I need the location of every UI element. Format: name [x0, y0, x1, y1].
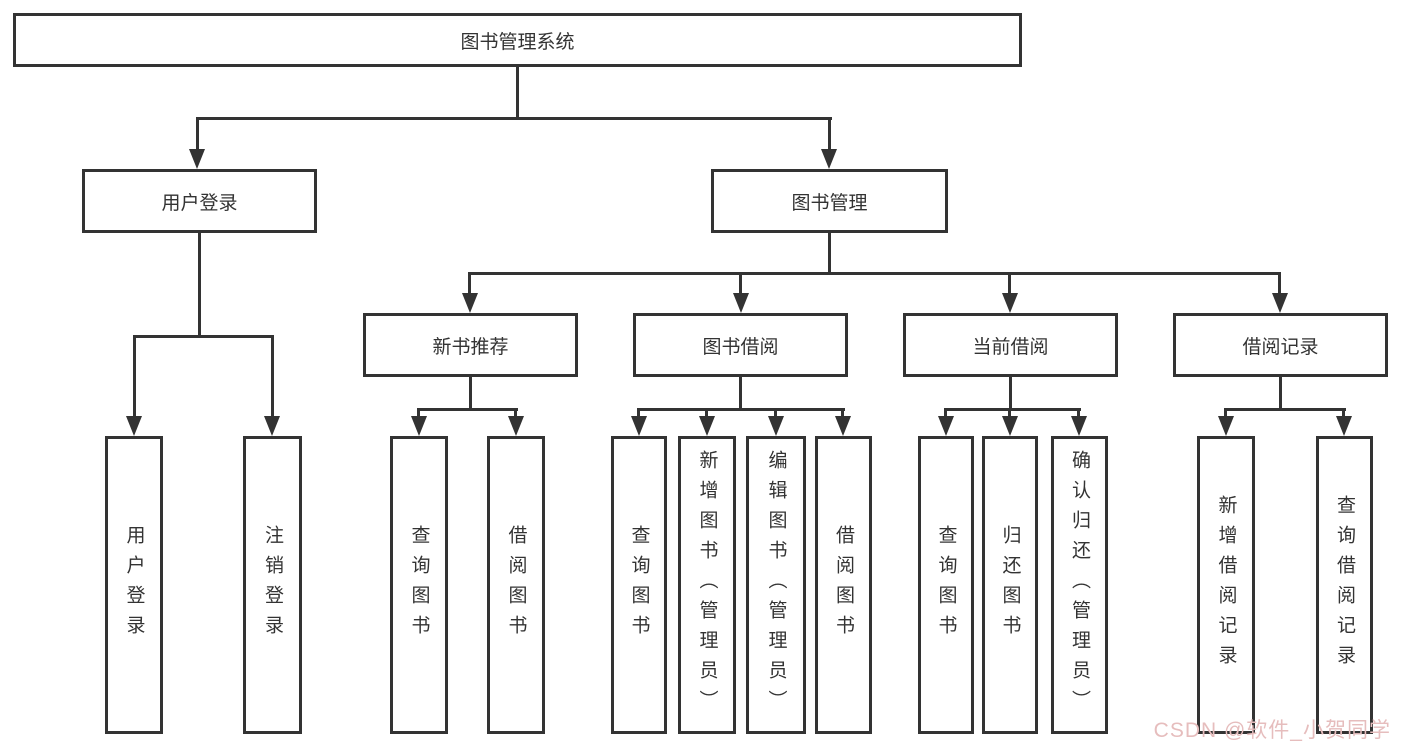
leaf-edit-book-admin: 编辑图书（管理员）	[746, 436, 806, 734]
connector-leaf-stub	[271, 335, 274, 420]
connector-leaf-stub	[514, 408, 517, 420]
connector-borrow-hline	[637, 408, 845, 411]
leaf-label: 查询图书	[408, 525, 430, 645]
connector-current-hline	[944, 408, 1081, 411]
leaf-label: 编辑图书（管理员）	[765, 450, 787, 720]
leaf-label: 注销登录	[262, 525, 283, 645]
leaf-user-login: 用户登录	[105, 436, 163, 734]
leaf-label: 新增借阅记录	[1215, 495, 1237, 675]
node-borrow-records: 借阅记录	[1173, 313, 1388, 377]
arrow-down-icon	[1272, 293, 1288, 313]
leaf-query-books-current: 查询图书	[918, 436, 974, 734]
leaf-label: 新增图书（管理员）	[696, 450, 718, 720]
arrow-down-icon	[264, 416, 280, 436]
leaf-return-book: 归还图书	[982, 436, 1038, 734]
leaf-label: 查询图书	[628, 525, 650, 645]
leaf-borrow-books: 借阅图书	[815, 436, 872, 734]
node-current-borrow: 当前借阅	[903, 313, 1118, 377]
arrow-down-icon	[1218, 416, 1234, 436]
connector-module-stub	[1008, 272, 1011, 297]
arrow-down-icon	[768, 416, 784, 436]
arrow-down-icon	[411, 416, 427, 436]
leaf-label: 借阅图书	[505, 525, 527, 645]
connector-leaf-stub	[841, 408, 844, 420]
node-new-book-recommend: 新书推荐	[363, 313, 578, 377]
arrow-down-icon	[699, 416, 715, 436]
node-book-borrow: 图书借阅	[633, 313, 848, 377]
connector-leaf-stub	[944, 408, 947, 420]
connector-root-stub	[516, 67, 519, 117]
connector-mgmt-stub	[828, 233, 831, 272]
connector-module-stub	[468, 272, 471, 297]
connector-leaf-stub	[1224, 408, 1227, 420]
connector-user-branch-hline	[133, 335, 274, 338]
arrow-down-icon	[733, 293, 749, 313]
arrow-down-icon	[631, 416, 647, 436]
connector-recommend-stub	[469, 377, 472, 408]
arrow-down-icon	[835, 416, 851, 436]
leaf-label: 查询借阅记录	[1334, 495, 1355, 675]
arrow-down-icon	[126, 416, 142, 436]
leaf-label: 借阅图书	[833, 525, 854, 645]
node-user-login: 用户登录	[82, 169, 317, 233]
node-book-management: 图书管理	[711, 169, 948, 233]
arrow-down-icon	[1071, 416, 1087, 436]
arrow-down-icon	[508, 416, 524, 436]
connector-leaf-stub	[1077, 408, 1080, 420]
connector-leaf-stub	[774, 408, 777, 420]
leaf-borrow-books-recommend: 借阅图书	[487, 436, 545, 734]
leaf-query-books-borrow: 查询图书	[611, 436, 667, 734]
arrow-down-icon	[1002, 293, 1018, 313]
connector-user-login-stub	[196, 117, 199, 153]
connector-root-hline	[196, 117, 832, 120]
leaf-label: 用户登录	[123, 525, 145, 645]
connector-module-stub	[739, 272, 742, 297]
arrow-down-icon	[189, 149, 205, 169]
connector-borrow-stub	[739, 377, 742, 408]
connector-records-stub	[1279, 377, 1282, 408]
leaf-label: 确认归还（管理员）	[1069, 450, 1090, 720]
leaf-add-book-admin: 新增图书（管理员）	[678, 436, 736, 734]
arrow-down-icon	[1336, 416, 1352, 436]
node-library-system: 图书管理系统	[13, 13, 1022, 67]
connector-book-mgmt-stub	[828, 117, 831, 153]
connector-leaf-stub	[637, 408, 640, 420]
leaf-add-borrow-record: 新增借阅记录	[1197, 436, 1255, 734]
connector-leaf-stub	[705, 408, 708, 420]
leaf-label: 归还图书	[999, 525, 1021, 645]
watermark: CSDN @软件_小贺同学	[1153, 719, 1391, 742]
connector-leaf-stub	[1342, 408, 1345, 420]
leaf-query-books-recommend: 查询图书	[390, 436, 448, 734]
arrow-down-icon	[938, 416, 954, 436]
connector-recommend-hline	[417, 408, 518, 411]
leaf-label: 查询图书	[935, 525, 957, 645]
leaf-confirm-return-admin: 确认归还（管理员）	[1051, 436, 1108, 734]
connector-leaf-stub	[1008, 408, 1011, 420]
connector-current-stub	[1009, 377, 1012, 408]
connector-leaf-stub	[417, 408, 420, 420]
arrow-down-icon	[462, 293, 478, 313]
connector-mgmt-hline	[468, 272, 1281, 275]
arrow-down-icon	[1002, 416, 1018, 436]
leaf-logout: 注销登录	[243, 436, 302, 734]
arrow-down-icon	[821, 149, 837, 169]
connector-leaf-stub	[133, 335, 136, 420]
leaf-query-borrow-record: 查询借阅记录	[1316, 436, 1373, 734]
connector-module-stub	[1278, 272, 1281, 297]
connector-user-branch-stub	[198, 233, 201, 335]
connector-records-hline	[1224, 408, 1346, 411]
